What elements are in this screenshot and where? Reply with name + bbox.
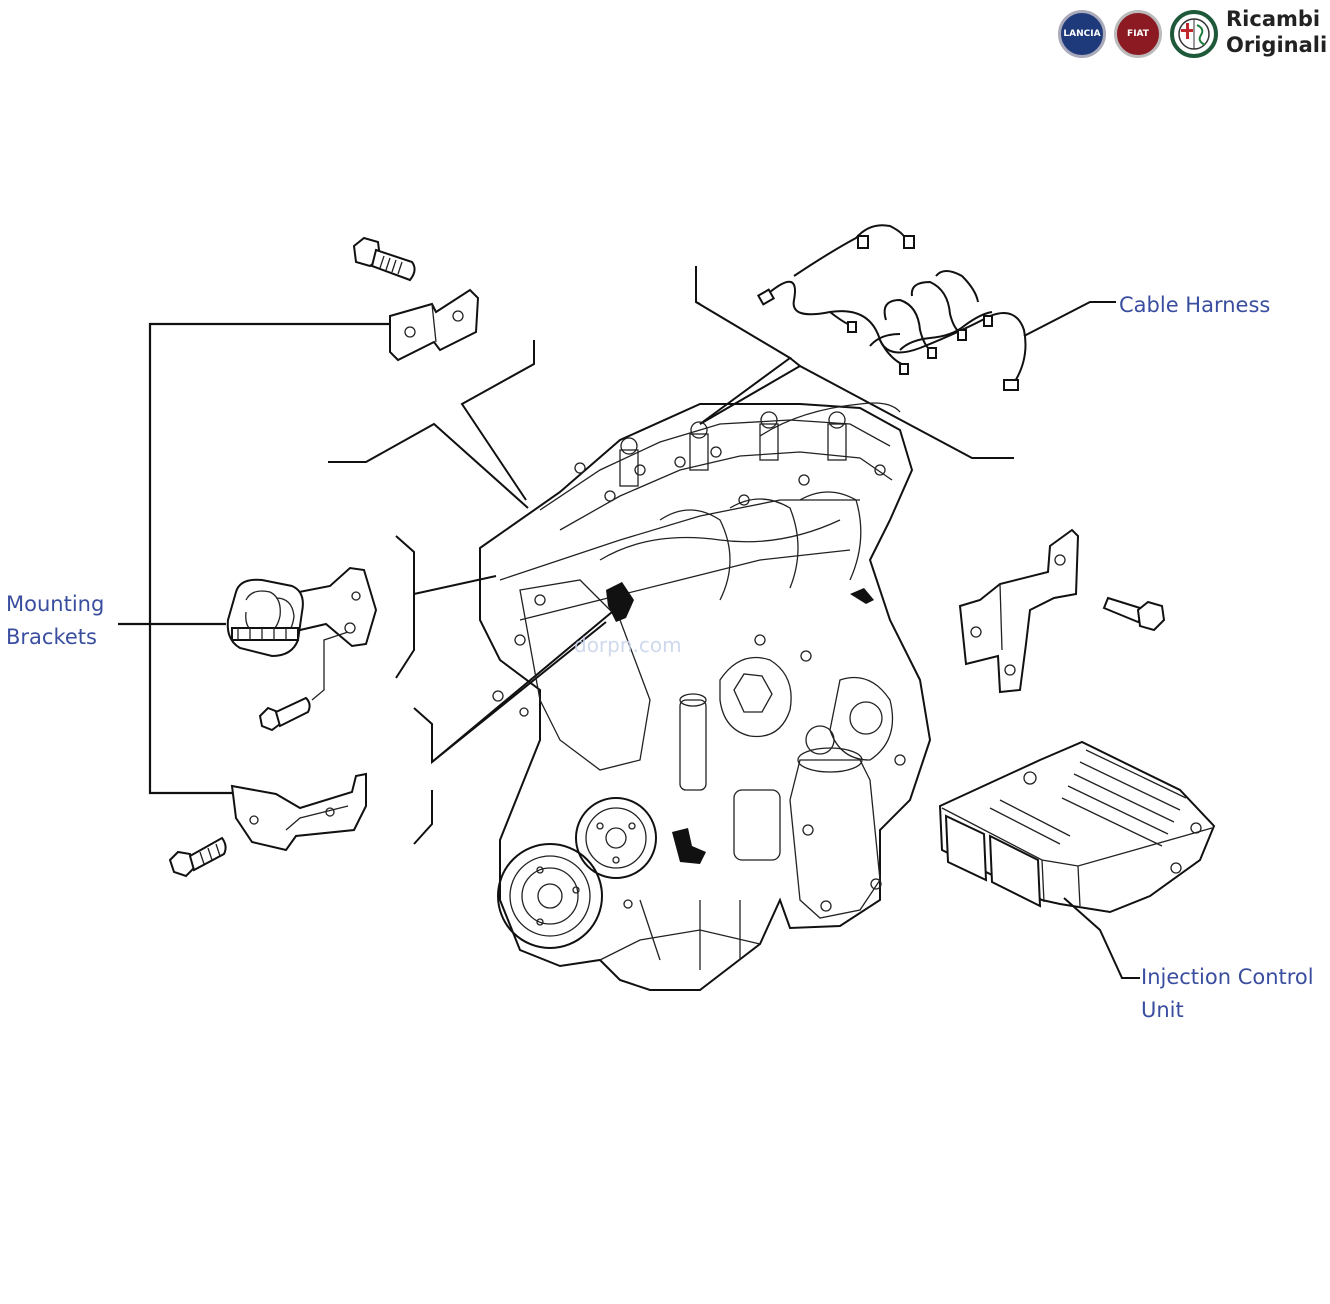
- watermark-text: dorpn.com: [574, 633, 682, 657]
- engine-leaders: [328, 266, 1014, 845]
- right-bracket-part: [958, 528, 1080, 694]
- lancia-badge-text: LANCIA: [1063, 29, 1101, 39]
- mounting-brackets-leader: [118, 322, 392, 795]
- mounting-brackets-label-line1: Mounting: [6, 592, 105, 616]
- lower-bracket-part: [230, 772, 367, 852]
- mounting-brackets-label: Mounting Brackets: [6, 588, 104, 654]
- cable-harness-label: Cable Harness: [1119, 293, 1271, 317]
- injection-unit-label-line2: Unit: [1141, 998, 1184, 1022]
- brand-logo: LANCIA FIAT Ricambi Originali: [1058, 6, 1330, 64]
- alfa-romeo-badge-icon: [1170, 10, 1218, 58]
- injection-unit-label-line1: Injection Control: [1141, 965, 1314, 989]
- brand-line1: Ricambi: [1226, 7, 1321, 31]
- top-bracket-part: [389, 288, 480, 362]
- injection-control-unit-label: Injection Control Unit: [1141, 961, 1314, 1027]
- clamp-bracket-part: [226, 566, 378, 658]
- brand-text: Ricambi Originali: [1226, 6, 1327, 58]
- brand-line2: Originali: [1226, 33, 1328, 57]
- mounting-brackets-label-line2: Brackets: [6, 625, 97, 649]
- alfa-romeo-emblem-icon: [1178, 18, 1210, 50]
- top-bolt-part: [352, 236, 416, 282]
- lancia-badge-icon: LANCIA: [1058, 10, 1106, 58]
- ecu-part: [938, 740, 1216, 979]
- fiat-badge-text: FIAT: [1127, 29, 1149, 39]
- engine-assembly: [479, 402, 932, 991]
- cable-harness-part: [756, 224, 1116, 391]
- fiat-badge-icon: FIAT: [1114, 10, 1162, 58]
- right-bolt-part: [1102, 596, 1166, 632]
- clamp-bolt-part: [258, 631, 349, 732]
- lower-bolt-part: [168, 836, 227, 878]
